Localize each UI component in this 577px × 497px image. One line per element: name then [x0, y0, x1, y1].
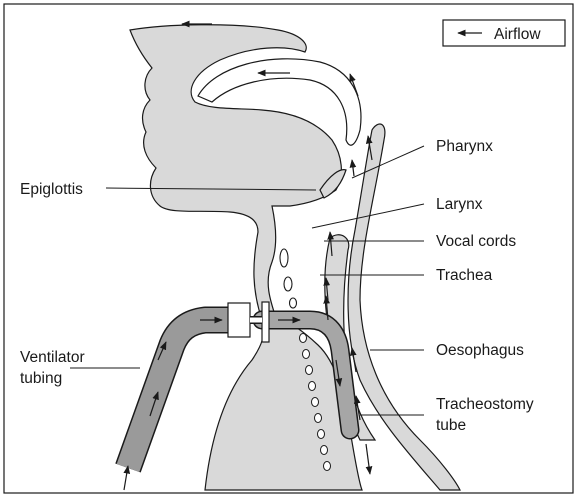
label-trachea: Trachea [436, 267, 493, 284]
label-pharynx: Pharynx [436, 138, 493, 155]
label-ventilator-tubing-line2: tubing [20, 370, 62, 387]
label-vocal-cords: Vocal cords [436, 233, 516, 250]
label-larynx: Larynx [436, 196, 483, 213]
label-epiglottis: Epiglottis [20, 181, 83, 198]
label-oesophagus: Oesophagus [436, 342, 524, 359]
tube-connector [228, 303, 250, 337]
label-tracheostomy-tube-line2: tube [436, 417, 466, 434]
legend-label: Airflow [494, 26, 541, 43]
tube-flange [262, 302, 269, 342]
label-ventilator-tubing-line1: Ventilator [20, 349, 85, 366]
label-tracheostomy-tube-line1: Tracheostomy [436, 396, 534, 413]
